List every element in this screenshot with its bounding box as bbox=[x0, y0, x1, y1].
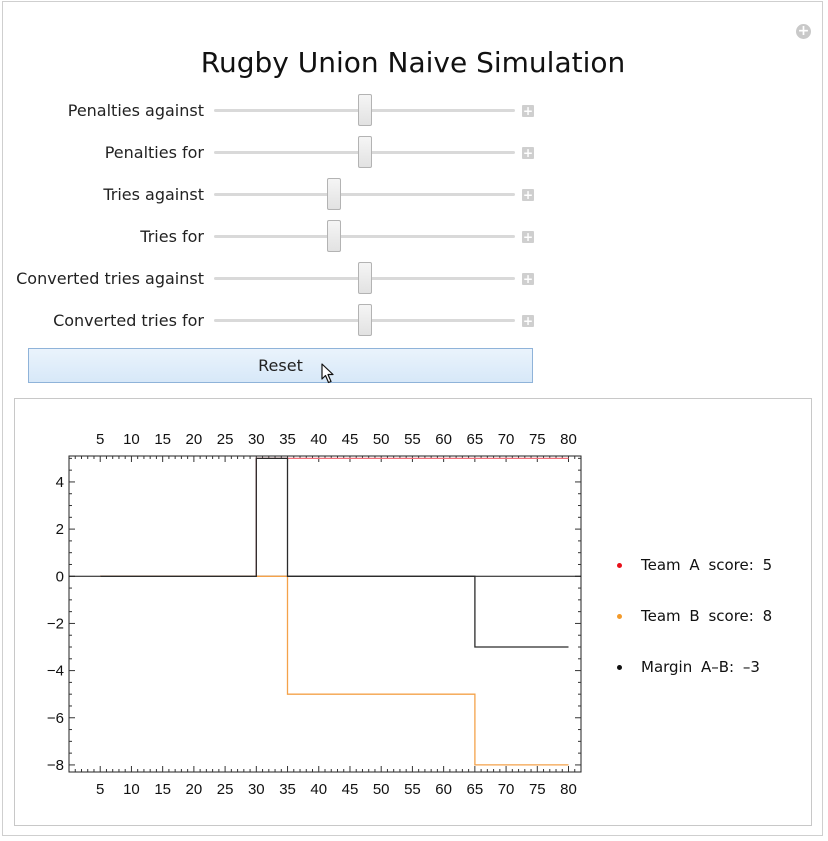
x-tick-label: 45 bbox=[342, 781, 359, 798]
x-tick-label: 75 bbox=[529, 431, 546, 448]
x-tick-label: 50 bbox=[373, 431, 390, 448]
x-tick-label: 70 bbox=[498, 781, 515, 798]
legend-dot-icon bbox=[617, 563, 622, 568]
slider-label: Tries against bbox=[103, 185, 204, 204]
slider-row-tries-for: Tries for + bbox=[0, 220, 560, 254]
slider-plus-icon[interactable]: + bbox=[522, 104, 534, 118]
x-tick-label: 45 bbox=[342, 431, 359, 448]
x-tick-label: 40 bbox=[310, 431, 327, 448]
slider-row-tries-against: Tries against + bbox=[0, 178, 560, 212]
slider-row-converted-tries-against: Converted tries against + bbox=[0, 262, 560, 296]
mouse-pointer-icon bbox=[321, 363, 334, 384]
y-tick-label: 0 bbox=[56, 568, 64, 585]
plot-panel bbox=[14, 398, 812, 826]
y-tick-label: 4 bbox=[56, 474, 64, 491]
slider-thumb[interactable] bbox=[327, 220, 342, 252]
x-tick-label: 40 bbox=[310, 781, 327, 798]
y-tick-label: −4 bbox=[47, 663, 64, 680]
axis-ticks bbox=[69, 456, 581, 772]
reset-button[interactable]: Reset bbox=[28, 348, 533, 383]
slider-thumb[interactable] bbox=[357, 94, 372, 126]
slider-label: Converted tries against bbox=[16, 269, 204, 288]
x-tick-label: 75 bbox=[529, 781, 546, 798]
x-tick-label: 65 bbox=[467, 431, 484, 448]
x-tick-label: 30 bbox=[248, 781, 265, 798]
x-tick-label: 55 bbox=[404, 431, 421, 448]
y-tick-label: −8 bbox=[47, 757, 64, 774]
slider-thumb[interactable] bbox=[357, 304, 372, 336]
x-tick-label: 5 bbox=[96, 781, 104, 798]
legend-dot-icon bbox=[617, 665, 622, 670]
slider-plus-icon[interactable]: + bbox=[522, 146, 534, 160]
slider-thumb[interactable] bbox=[357, 262, 372, 294]
slider-label: Converted tries for bbox=[53, 311, 204, 330]
x-tick-label: 30 bbox=[248, 431, 265, 448]
x-tick-label: 5 bbox=[96, 431, 104, 448]
x-tick-label: 20 bbox=[186, 431, 203, 448]
y-tick-label: −2 bbox=[47, 615, 64, 632]
series-line-2 bbox=[100, 457, 569, 648]
slider-thumb[interactable] bbox=[357, 136, 372, 168]
x-tick-label: 60 bbox=[435, 781, 452, 798]
slider-plus-icon[interactable]: + bbox=[522, 230, 534, 244]
y-tick-label: 2 bbox=[56, 521, 64, 538]
x-tick-label: 80 bbox=[560, 781, 577, 798]
legend-label: Team A score: 5 bbox=[641, 556, 773, 574]
slider-plus-icon[interactable]: + bbox=[522, 272, 534, 286]
slider-label: Penalties against bbox=[67, 101, 204, 120]
slider-thumb[interactable] bbox=[327, 178, 342, 210]
slider-row-penalties-for: Penalties for + bbox=[0, 136, 560, 170]
slider-row-converted-tries-for: Converted tries for + bbox=[0, 304, 560, 338]
legend-label: Team B score: 8 bbox=[641, 607, 773, 625]
x-tick-label: 60 bbox=[435, 431, 452, 448]
legend-label: Margin A–B: –3 bbox=[641, 658, 760, 676]
slider-plus-icon[interactable]: + bbox=[522, 188, 534, 202]
x-tick-label: 35 bbox=[279, 781, 296, 798]
series-group bbox=[100, 457, 569, 766]
plot-frame bbox=[68, 455, 582, 773]
y-tick-label: −6 bbox=[47, 710, 64, 727]
axis-tick-labels: 5510101515202025253030353540404545505055… bbox=[47, 431, 577, 798]
x-tick-label: 20 bbox=[186, 781, 203, 798]
slider-track[interactable] bbox=[214, 235, 515, 238]
x-tick-label: 25 bbox=[217, 431, 234, 448]
slider-track[interactable] bbox=[214, 193, 515, 196]
slider-plus-icon[interactable]: + bbox=[522, 314, 534, 328]
x-tick-label: 80 bbox=[560, 431, 577, 448]
x-tick-label: 10 bbox=[123, 781, 140, 798]
slider-row-penalties-against: Penalties against + bbox=[0, 94, 560, 128]
x-tick-label: 15 bbox=[154, 431, 171, 448]
x-tick-label: 15 bbox=[154, 781, 171, 798]
x-tick-label: 50 bbox=[373, 781, 390, 798]
series-line-0 bbox=[100, 457, 569, 577]
x-tick-label: 65 bbox=[467, 781, 484, 798]
page-title: Rugby Union Naive Simulation bbox=[200, 46, 626, 79]
options-plus-icon[interactable]: + bbox=[796, 23, 811, 39]
slider-label: Tries for bbox=[140, 227, 204, 246]
series-line-1 bbox=[100, 575, 569, 766]
x-tick-label: 55 bbox=[404, 781, 421, 798]
x-tick-label: 10 bbox=[123, 431, 140, 448]
x-tick-label: 70 bbox=[498, 431, 515, 448]
slider-label: Penalties for bbox=[104, 143, 204, 162]
x-tick-label: 25 bbox=[217, 781, 234, 798]
legend-dot-icon bbox=[617, 614, 622, 619]
x-tick-label: 35 bbox=[279, 431, 296, 448]
